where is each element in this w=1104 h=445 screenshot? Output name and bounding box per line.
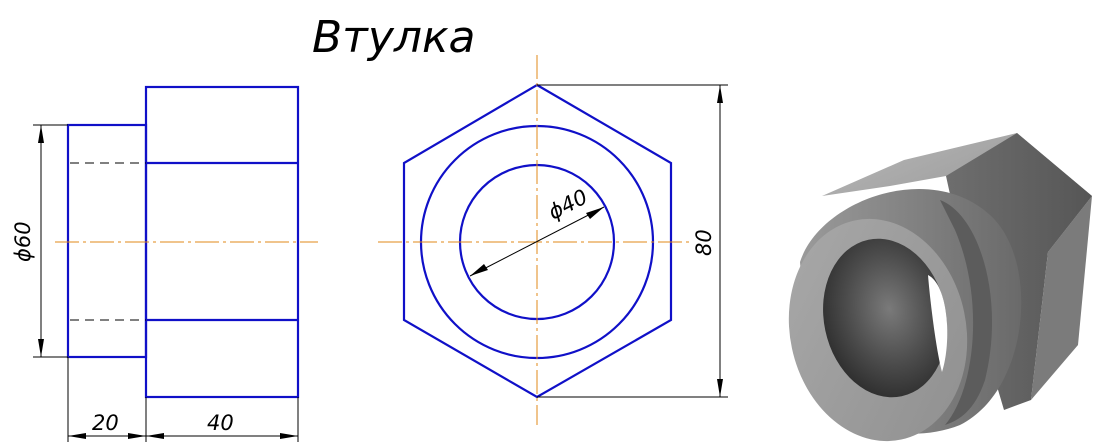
isometric-render xyxy=(788,133,1092,442)
dim-60-arrow-top xyxy=(38,125,44,143)
drawing-title: Втулка xyxy=(312,12,476,63)
side-view: ϕ60 20 40 xyxy=(11,85,318,442)
dim-20-arrow-left xyxy=(68,433,86,439)
dim-80-label: 80 xyxy=(692,229,716,256)
dim-20-label: 20 xyxy=(92,411,119,435)
dim-40-diam-line xyxy=(469,206,605,277)
dim-80-arrow-top xyxy=(717,85,723,103)
dim-80-arrow-bottom xyxy=(717,379,723,397)
shank-outline xyxy=(66,123,148,359)
hex-right-face xyxy=(946,133,1092,410)
dim-20-arrow-right xyxy=(128,433,146,439)
dim-40-diam-arrow-b xyxy=(586,207,604,219)
dim-40-diam-arrow-a xyxy=(470,264,488,276)
shoulder-shade xyxy=(940,200,993,425)
bore-hole xyxy=(823,238,947,398)
front-view: ϕ40 80 xyxy=(378,55,728,425)
dim-diameter-40-label: ϕ40 xyxy=(544,185,591,225)
bore-opening xyxy=(928,275,948,372)
dim-40-label: 40 xyxy=(207,411,234,435)
dim-40-arrow-right xyxy=(280,433,298,439)
dim-60-label: ϕ60 xyxy=(11,221,35,262)
hex-front-face xyxy=(1031,196,1092,400)
dim-60-arrow-bottom xyxy=(38,339,44,357)
dim-40-arrow-left xyxy=(146,433,164,439)
